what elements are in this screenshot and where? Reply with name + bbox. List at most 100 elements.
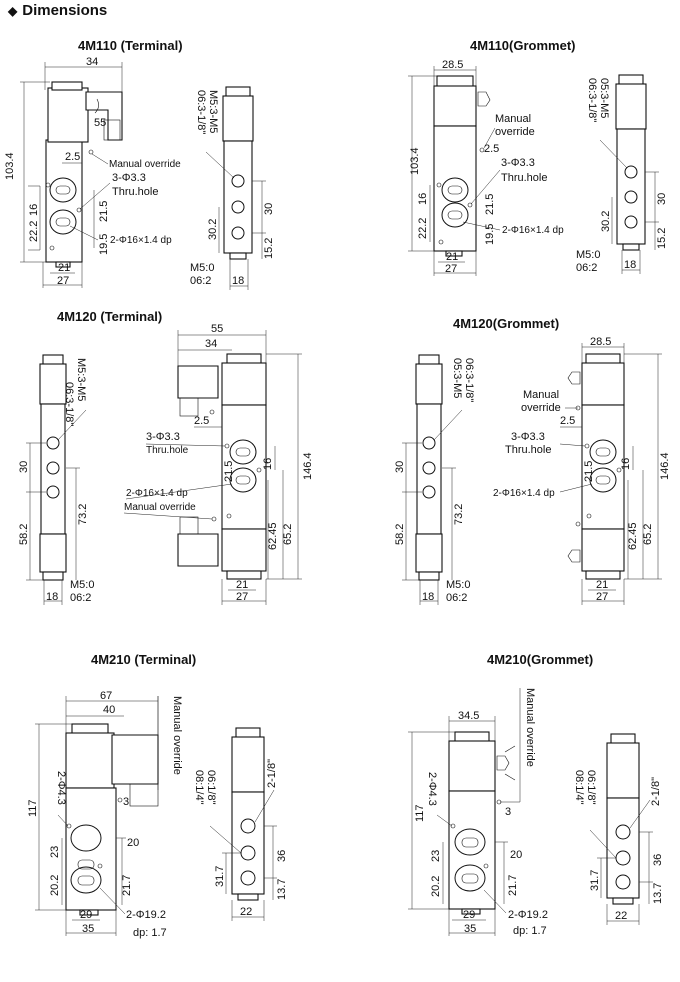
drawing-4m110-grommet-front: 28.5 103.4 Manual override 2.5 3-Φ3.3 Th…: [408, 59, 564, 276]
thru-hole: [616, 467, 622, 473]
dim-label: 27: [57, 275, 69, 287]
solenoid-coil: [606, 742, 640, 799]
valve-body: [221, 404, 267, 530]
connector-gland: [103, 119, 121, 141]
dim-label: 18: [422, 591, 434, 603]
dim-label: 28.5: [590, 336, 611, 348]
dim-label: 36: [276, 850, 288, 862]
base-foot: [237, 893, 259, 901]
callout-port-depth: 2-Φ19.2: [508, 909, 548, 921]
callout-manual-override: Manual override: [524, 688, 536, 767]
port-fitting: [422, 436, 436, 450]
dim-label: 22: [615, 910, 627, 922]
port-slot-lower: [55, 217, 71, 227]
callout-depth: dp: 1.7: [133, 927, 167, 939]
grommet-lead-lower: [567, 549, 581, 563]
callout-holes: 3-Φ3.3: [146, 431, 180, 443]
dim-label: 146.4: [302, 452, 314, 480]
dim-label: 21.7: [121, 875, 133, 896]
solenoid-coil: [222, 95, 254, 142]
dim-label: 3: [505, 806, 511, 818]
grommet-lead: [477, 91, 491, 107]
drawing-4m210-grommet-front: 34.5 117 Manual override 3 2-Φ4.3 23 20.…: [408, 688, 548, 937]
connector-gland: [129, 783, 159, 807]
drawing-4m120-grommet-front: 28.5 Manual override 2.5 3-Φ3.3 Thru.hol…: [493, 336, 671, 605]
dim-label: 20: [510, 849, 522, 861]
callout-port-depth: 2-Φ16×1.4 dp: [110, 235, 172, 246]
drawing-4m210-terminal-front: 67 40 117 Manual override 3 2-Φ4.3 23 20…: [27, 690, 183, 939]
dim-label: 29: [80, 909, 92, 921]
callout-port-depth: 2-Φ16×1.4 dp: [126, 488, 188, 499]
valve-body: [416, 403, 442, 535]
port-fitting: [231, 200, 245, 214]
port-spec: M5:3-M5: [207, 90, 219, 133]
port-slot-upper: [55, 185, 71, 195]
dim-label: 16: [262, 458, 274, 470]
dim-label: 30: [263, 203, 275, 215]
thru-hole: [450, 823, 456, 829]
base-foot: [622, 243, 640, 251]
solenoid-coil-lower: [581, 528, 625, 572]
callout-manual: Manual: [495, 113, 531, 125]
dim-label: 55: [94, 117, 106, 129]
port-circle-upper: [589, 439, 617, 465]
manual-override-pin: [479, 147, 485, 153]
dim-label: 21: [58, 262, 70, 274]
port-spec: 08:1/4": [573, 770, 585, 805]
dim-label: 73.2: [77, 504, 89, 525]
drawing-4m110-grommet-side: 05:3-M5 06:3-1/8" 30.2 30 15.2 18 M5:0 0…: [576, 74, 668, 274]
port-spec: 06:2: [190, 275, 211, 287]
connector-gland-lower: [179, 516, 199, 535]
solenoid-coil: [39, 363, 67, 405]
solenoid-coil: [415, 363, 443, 405]
port-spec: M5:0: [190, 262, 214, 274]
drawing-4m210-terminal-side: 2-1/8" 06:1/8" 08:1/4" 36 31.7 13.7 22: [193, 727, 288, 921]
valve-body: [581, 404, 625, 530]
port-spec: 06:2: [446, 592, 467, 604]
dim-label: 16: [620, 458, 632, 470]
diamond-bullet-icon: ◆: [8, 4, 18, 18]
dim-label: 21: [446, 251, 458, 263]
dim-label: 23: [49, 846, 61, 858]
port-fitting: [231, 174, 245, 188]
port-fitting: [240, 818, 256, 834]
port-circle-upper: [49, 177, 77, 203]
dim-label: 34: [205, 338, 217, 350]
dim-label: 30: [18, 461, 30, 473]
dim-label: 18: [46, 591, 58, 603]
port-spec: 06:3-1/8": [586, 78, 598, 122]
drawing-4m110-terminal-front: 34 103.4 2.5 55 16 22.2 21.5 19.5 21 27 …: [4, 56, 181, 288]
dim-label: 22: [240, 906, 252, 918]
solenoid-coil: [221, 362, 267, 406]
dim-label: 67: [100, 690, 112, 702]
port-fitting: [624, 190, 638, 204]
port-slot-lower: [235, 475, 251, 485]
dim-label: 2.5: [65, 151, 80, 163]
port-fitting: [422, 485, 436, 499]
valve-body: [231, 791, 265, 895]
port-spec: 06:2: [576, 262, 597, 274]
drawing-4m110-terminal-side: M5:3-M5 06:3-1/8" 30.2 30 15.2 18 M5:0 0…: [190, 86, 275, 290]
callout-port-depth: 2-Φ19.2: [126, 909, 166, 921]
solenoid-coil: [65, 732, 115, 789]
port-fitting: [46, 436, 60, 450]
valve-body: [40, 403, 66, 535]
valve-body: [223, 140, 253, 254]
dim-label: 27: [236, 591, 248, 603]
valve-body: [433, 125, 477, 252]
port-slot-upper: [235, 447, 251, 457]
dim-label: 2.5: [194, 415, 209, 427]
port-circle-lower: [441, 202, 469, 228]
dim-label: 19.5: [484, 224, 496, 245]
section-title-4m120-terminal: 4M120 (Terminal): [57, 309, 163, 324]
dim-label: 28.5: [442, 59, 463, 71]
port-fitting: [615, 874, 631, 890]
dim-label: 117: [27, 799, 39, 817]
dim-label: 22.2: [417, 218, 429, 239]
callout-manual: Manual: [523, 389, 559, 401]
dim-label: 21: [596, 579, 608, 591]
manual-override-pin: [117, 797, 123, 803]
drawing-4m120-terminal-front: 55 34 2.5 3-Φ3.3 Thru.hole 21.5 16 2-Φ16…: [123, 323, 314, 605]
port-spec: 06:3-1/8": [63, 382, 75, 426]
solenoid-coil: [231, 736, 265, 793]
